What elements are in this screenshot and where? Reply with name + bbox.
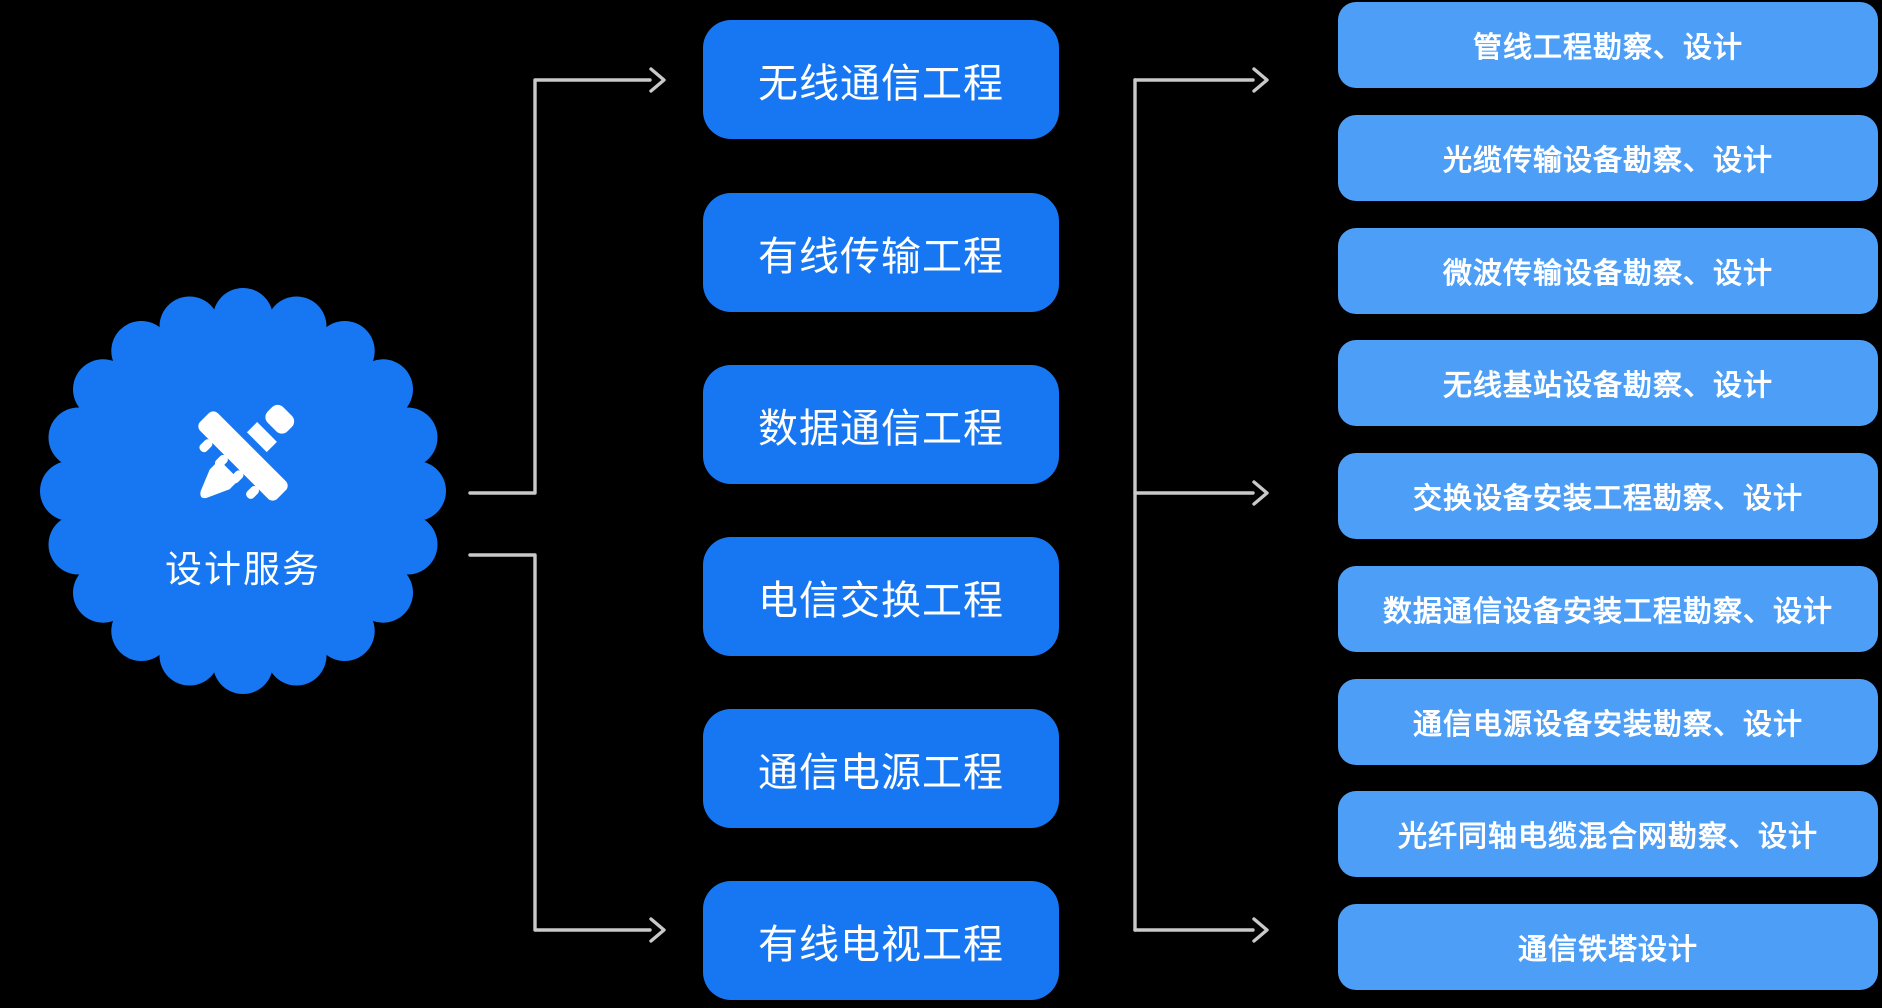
badge-circle [67,315,419,667]
arrowhead-icon [1252,917,1269,943]
root-badge [40,288,446,694]
arrowhead-icon [1252,67,1269,93]
category-box: 电信交换工程 [703,537,1059,656]
service-box: 微波传输设备勘察、设计 [1338,228,1878,314]
category-box: 有线电视工程 [703,881,1059,1000]
arrowhead-icon [649,917,666,943]
service-box: 通信电源设备安装勘察、设计 [1338,679,1878,765]
category-box: 有线传输工程 [703,193,1059,312]
arrowhead-icon [649,67,666,93]
category-box: 数据通信工程 [703,365,1059,484]
connector-root-to-top-category [468,78,652,495]
service-box: 通信铁塔设计 [1338,904,1878,990]
service-box: 无线基站设备勘察、设计 [1338,340,1878,426]
service-box: 交换设备安装工程勘察、设计 [1338,453,1878,539]
category-box: 无线通信工程 [703,20,1059,139]
category-box: 通信电源工程 [703,709,1059,828]
service-box: 管线工程勘察、设计 [1338,2,1878,88]
service-box: 光缆传输设备勘察、设计 [1338,115,1878,201]
connector-root-to-bottom-category [468,553,652,932]
root-badge-label: 设计服务 [165,549,321,590]
ruler-shape [191,404,295,508]
arrowhead-icon [1252,480,1269,506]
service-box: 数据通信设备安装工程勘察、设计 [1338,566,1878,652]
service-box: 光纤同轴电缆混合网勘察、设计 [1338,791,1878,877]
pencil-ruler-icon [191,404,295,508]
